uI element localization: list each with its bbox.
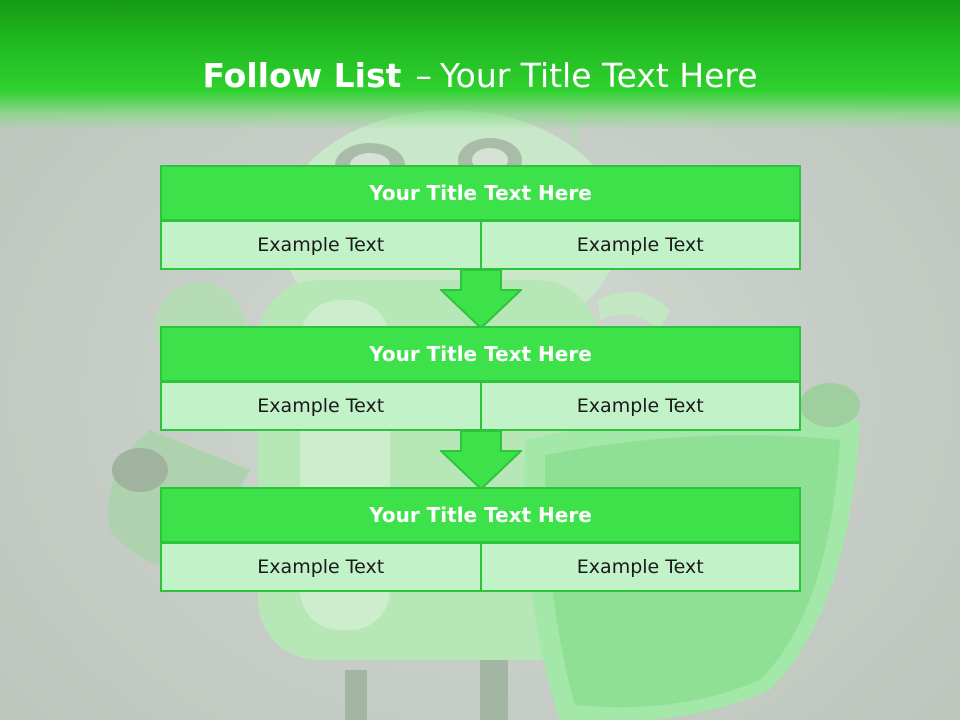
down-arrow-icon xyxy=(440,431,522,491)
title-bold: Follow List xyxy=(202,56,402,95)
slide-title: Follow List–Your Title Text Here xyxy=(0,56,960,95)
block-cell-right: Example Text xyxy=(481,381,801,431)
block-row: Example Text Example Text xyxy=(160,542,801,592)
block-title: Your Title Text Here xyxy=(160,326,801,382)
block-cell-left: Example Text xyxy=(160,220,482,270)
title-dash: – xyxy=(415,56,432,95)
block-title: Your Title Text Here xyxy=(160,165,801,221)
block-cell-right: Example Text xyxy=(481,542,801,592)
block-cell-left: Example Text xyxy=(160,542,482,592)
follow-block-2: Your Title Text Here Example Text Exampl… xyxy=(160,326,801,431)
block-cell-right: Example Text xyxy=(481,220,801,270)
title-rest: Your Title Text Here xyxy=(439,56,758,95)
block-row: Example Text Example Text xyxy=(160,220,801,270)
down-arrow-icon xyxy=(440,270,522,330)
follow-block-3: Your Title Text Here Example Text Exampl… xyxy=(160,487,801,592)
block-row: Example Text Example Text xyxy=(160,381,801,431)
block-cell-left: Example Text xyxy=(160,381,482,431)
slide-header: Follow List–Your Title Text Here xyxy=(0,0,960,130)
follow-block-1: Your Title Text Here Example Text Exampl… xyxy=(160,165,801,270)
block-title: Your Title Text Here xyxy=(160,487,801,543)
